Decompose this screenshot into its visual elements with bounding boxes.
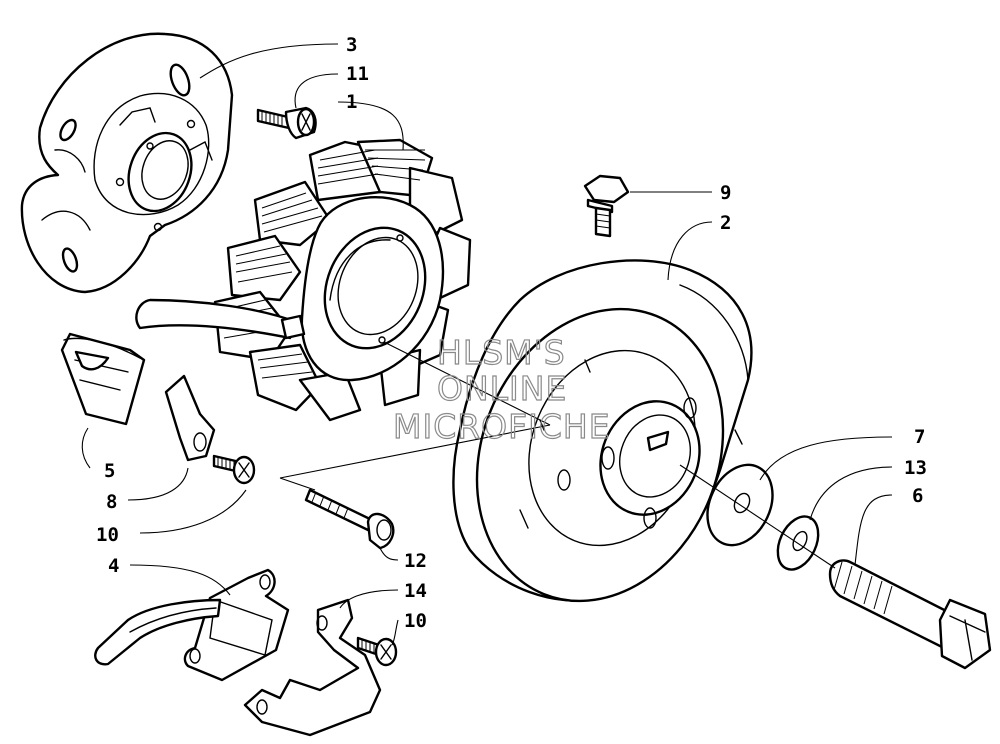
callout-5: 5 (104, 460, 115, 482)
callout-7: 7 (914, 426, 925, 448)
watermark-line-1: HLSM'S (437, 333, 566, 372)
callout-4: 4 (108, 555, 119, 577)
pulser-coil-drawing (94, 568, 290, 682)
wire-clamp-drawing (164, 374, 216, 462)
callout-labels: 3 11 1 9 2 5 8 10 12 7 13 6 4 14 10 (96, 34, 927, 632)
callout-8: 8 (106, 491, 117, 513)
watermark-line-3: MICROFICHE (393, 407, 611, 446)
watermark: HLSM'S ONLINE MICROFICHE (392, 332, 611, 446)
bracket-drawing (243, 598, 382, 737)
callout-2: 2 (720, 212, 731, 234)
stator-plate-screw-drawing (256, 106, 317, 140)
callout-12: 12 (404, 550, 427, 572)
flywheel-bolt-drawing (828, 559, 992, 670)
flywheel-drawing (452, 259, 753, 603)
clamp-screw-drawing (212, 454, 256, 485)
flange-bolt-drawing (583, 174, 630, 238)
bracket-screw-drawing (356, 636, 398, 667)
callout-13: 13 (904, 457, 927, 479)
callout-6: 6 (912, 485, 923, 507)
watermark-line-2: ONLINE (437, 369, 567, 408)
callout-14: 14 (404, 580, 427, 602)
callout-1: 1 (346, 91, 357, 113)
callout-3: 3 (346, 34, 357, 56)
stator-plate-drawing (20, 32, 234, 294)
callout-10-upper: 10 (96, 524, 119, 546)
callout-9: 9 (720, 182, 731, 204)
leader-lines (81, 43, 893, 646)
grommet-drawing (60, 332, 146, 426)
stator-screw-drawing (304, 488, 395, 550)
stator-coil-drawing (135, 138, 472, 422)
callout-11: 11 (346, 63, 369, 85)
callout-10-lower: 10 (404, 610, 427, 632)
